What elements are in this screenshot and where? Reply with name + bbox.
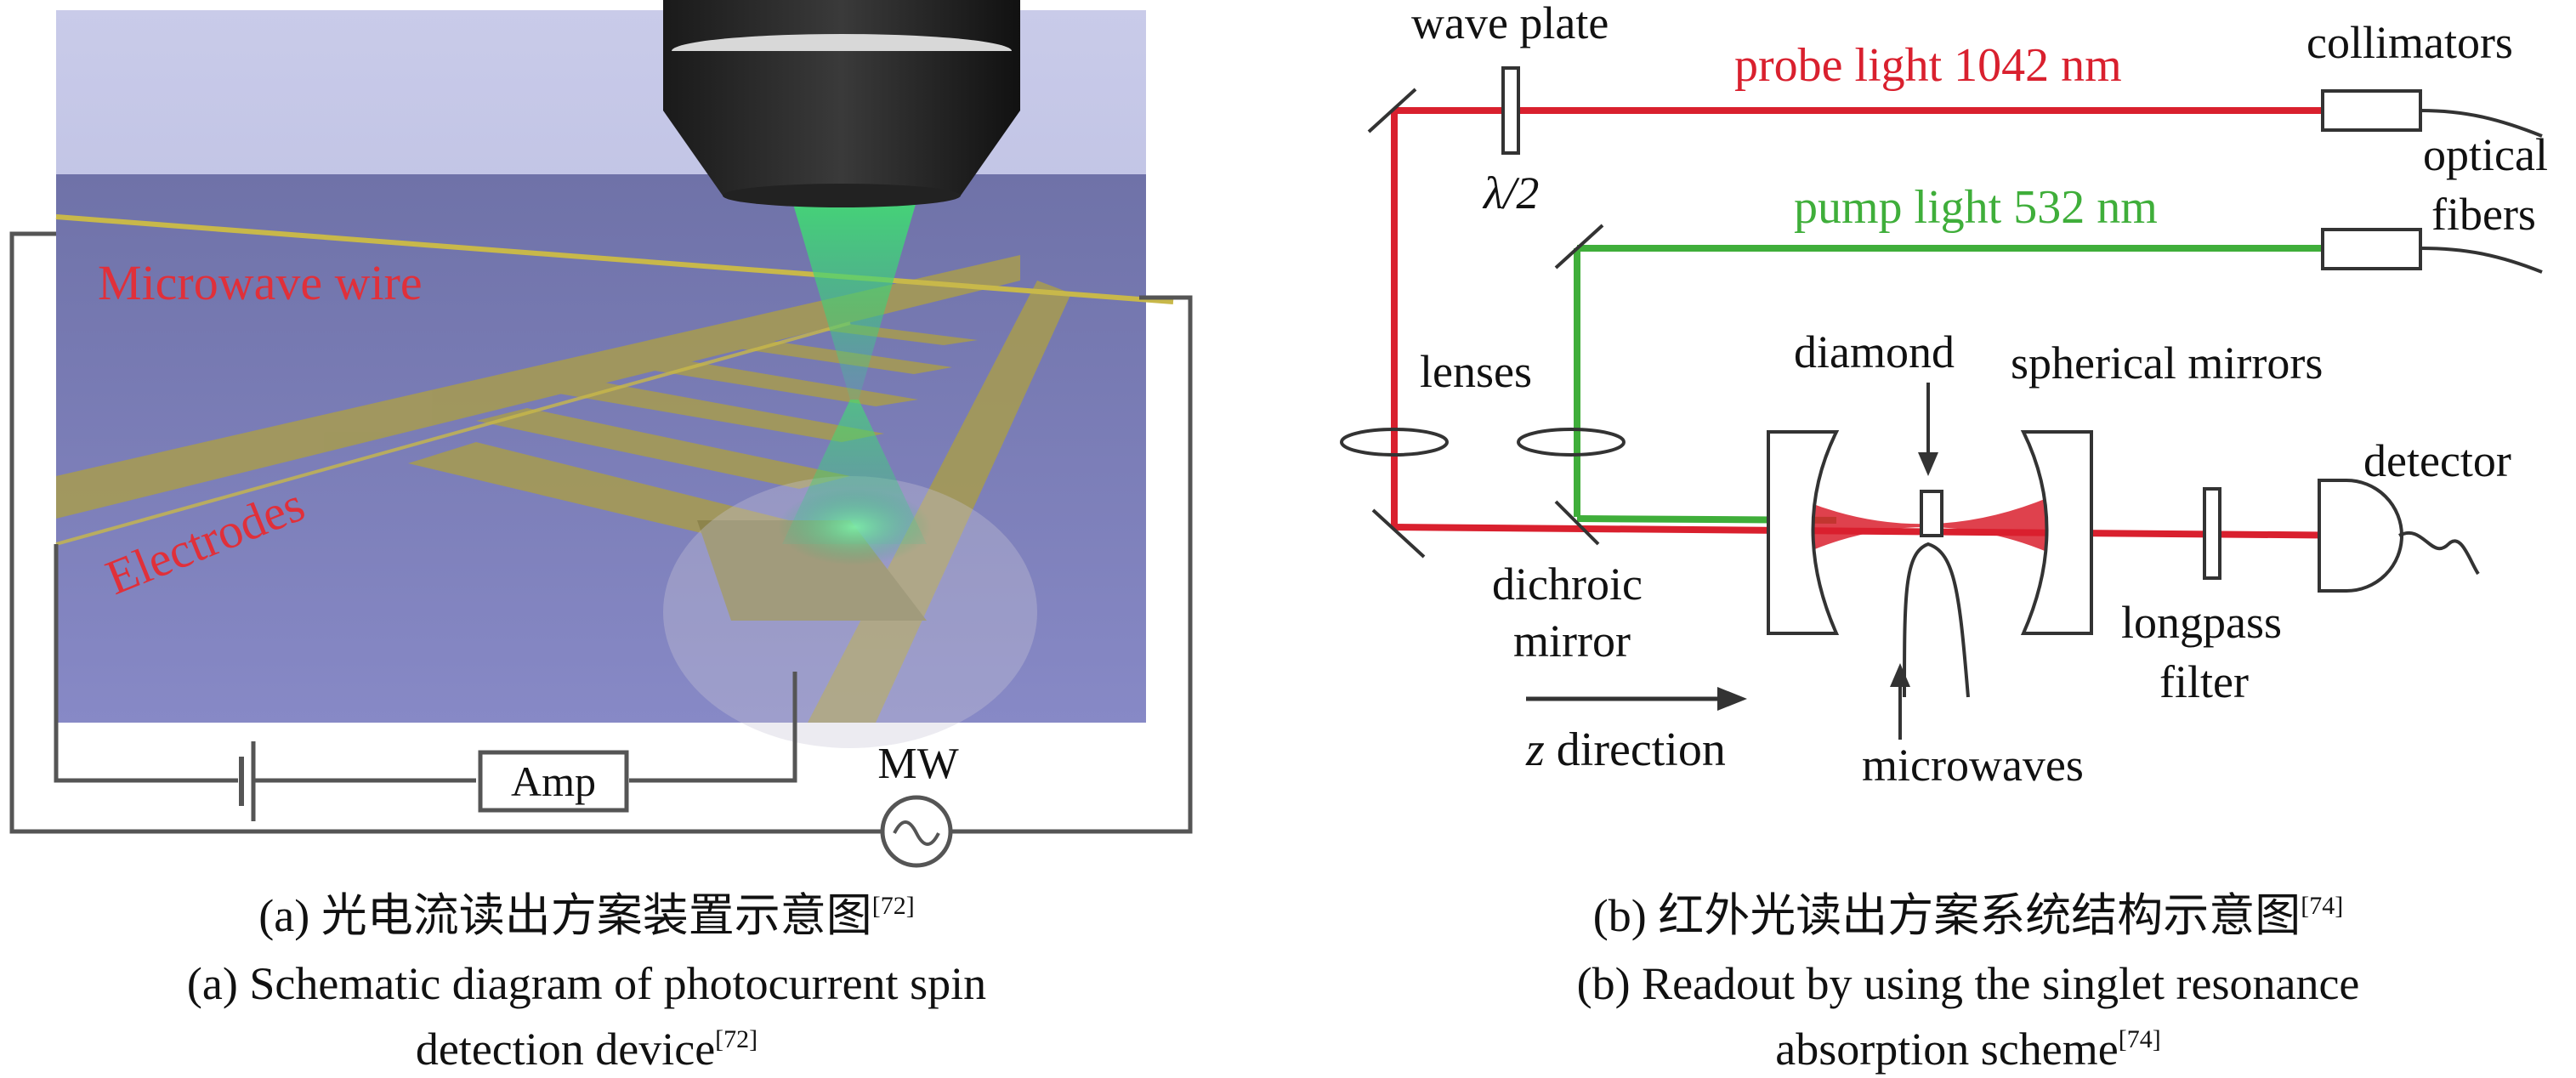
spherical-mirror-left — [1767, 430, 1840, 635]
probe-beam — [1391, 107, 2373, 539]
sine-wave-icon — [893, 820, 940, 846]
fibers-label: fibers — [2431, 189, 2536, 240]
electrode-edge-line — [55, 321, 851, 546]
lenses-label: lenses — [1420, 346, 1532, 397]
microwave-loop — [1903, 542, 1970, 698]
panel-b-diagram: wave plate λ/2 probe light 1042 nm pump … — [1340, 0, 2548, 791]
microwave-wire-line — [55, 214, 1174, 304]
filter-label: filter — [2159, 656, 2249, 707]
lens-dome — [663, 476, 1037, 748]
cavity — [1767, 383, 2093, 740]
objective-icon — [663, 0, 1020, 207]
detector-icon — [2318, 479, 2403, 593]
caption-a-en-2: detection device[72] — [416, 1024, 757, 1075]
diamond-label: diamond — [1794, 326, 1955, 377]
optical-label: optical — [2423, 129, 2548, 180]
diamond-arrow-head — [1918, 452, 1938, 476]
caption-b-zh: (b) 红外光读出方案系统结构示意图[74] — [1593, 890, 2343, 941]
longpass-filter-icon — [2203, 487, 2221, 580]
mirror-label: mirror — [1513, 616, 1631, 667]
optical-fiber-1 — [2420, 109, 2543, 138]
circuit-wires — [9, 231, 1193, 834]
panel-a-diagram: Amp MW Microwave wire Electrodes — [9, 0, 1193, 868]
lens-icon-1 — [1340, 428, 1449, 457]
dichroic-label: dichroic — [1492, 559, 1643, 610]
battery-icon — [239, 741, 256, 821]
collimator-probe — [2321, 89, 2422, 132]
longpass-label: longpass — [2121, 597, 2282, 648]
collimator-pump — [2321, 228, 2422, 270]
diamond-icon — [1920, 490, 1943, 537]
probe-light-label: probe light 1042 nm — [1734, 39, 2122, 92]
collimators-label: collimators — [2306, 17, 2513, 68]
pump-light-label: pump light 532 nm — [1794, 181, 2158, 234]
laser-spot — [778, 489, 931, 565]
spherical-mirror-right — [2020, 430, 2093, 635]
caption-b-en-1: (b) Readout by using the singlet resonan… — [1577, 958, 2360, 1009]
laser-cone — [791, 196, 918, 400]
amp-label: Amp — [511, 757, 596, 805]
detector-cable — [2398, 531, 2480, 576]
microwave-wire-label: Microwave wire — [98, 255, 423, 310]
detector-label: detector — [2363, 435, 2511, 486]
electrodes-structure — [56, 255, 1071, 723]
caption-a-en-1: (a) Schematic diagram of photocurrent sp… — [187, 958, 986, 1009]
optical-fiber-2 — [2420, 247, 2543, 274]
fold-mirrors — [1367, 88, 1604, 559]
caption-a-zh: (a) 光电流读出方案装置示意图[72] — [258, 890, 914, 941]
amp-box — [478, 750, 629, 813]
wave-plate-icon — [1501, 66, 1520, 155]
lambda-half-label: λ/2 — [1482, 167, 1539, 218]
caption-b-en-2: absorption scheme[74] — [1775, 1024, 2160, 1075]
lens-icon-2 — [1517, 428, 1626, 457]
wave-plate-label: wave plate — [1411, 0, 1609, 48]
z-direction-label: z direction — [1525, 723, 1726, 776]
spherical-mirrors-label: spherical mirrors — [2011, 338, 2323, 389]
mw-label: MW — [877, 740, 958, 788]
microwaves-label: microwaves — [1862, 740, 2084, 791]
z-direction-arrow-head — [1717, 687, 1747, 711]
microwaves-arrow-head — [1890, 663, 1910, 687]
